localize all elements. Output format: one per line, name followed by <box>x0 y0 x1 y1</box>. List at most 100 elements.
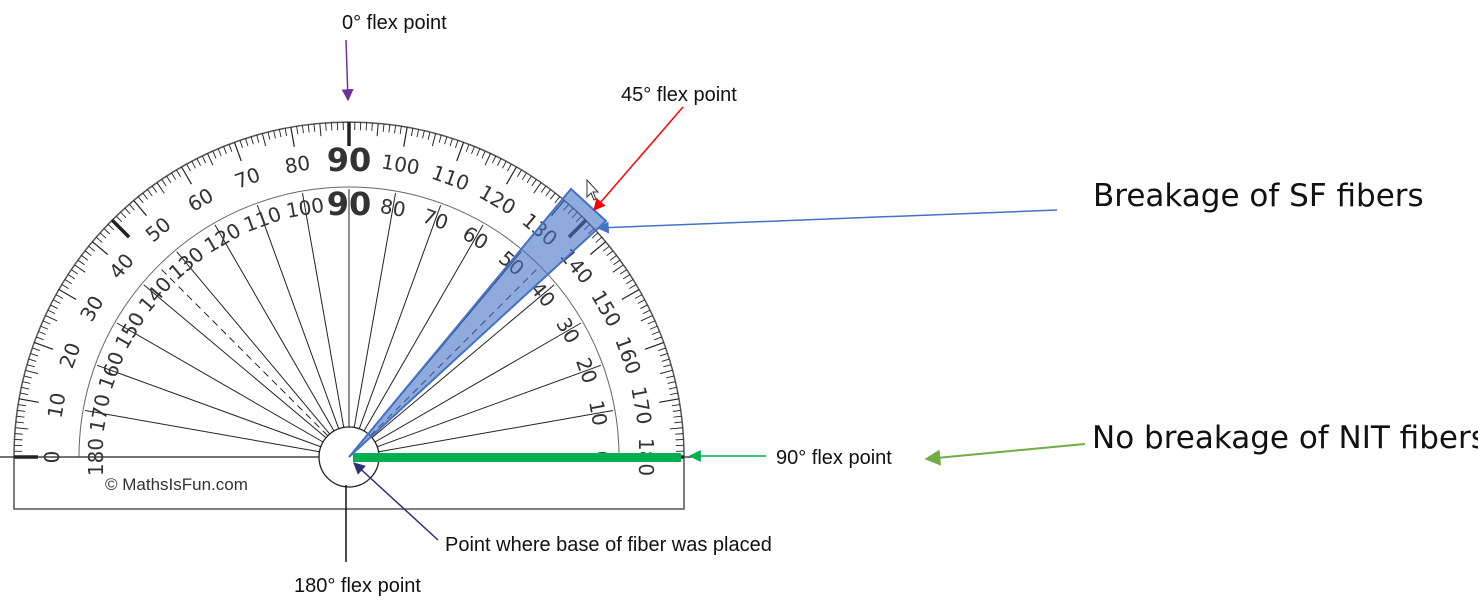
tick-mark <box>313 123 316 132</box>
tick-mark <box>674 421 683 424</box>
inner-scale-number: 10 <box>584 398 612 427</box>
tick-mark <box>250 136 254 145</box>
protractor-ticks <box>14 122 684 459</box>
tick-mark <box>427 131 431 140</box>
tick-mark <box>33 341 54 350</box>
nit-no-breakage-arrow <box>924 443 1086 466</box>
scale-ray <box>96 364 321 448</box>
tick-mark <box>307 124 310 133</box>
tick-mark <box>110 218 131 239</box>
tick-mark <box>640 314 653 322</box>
tick-mark <box>595 236 603 243</box>
tick-mark <box>371 122 373 131</box>
tick-mark <box>71 269 79 275</box>
tick-mark <box>481 150 486 159</box>
tick-mark <box>456 141 465 162</box>
tick-mark <box>449 138 453 147</box>
tick-mark <box>84 250 92 257</box>
tick-mark <box>217 148 222 157</box>
tick-mark <box>301 125 304 134</box>
zero-flex-label: 0° flex point <box>342 12 447 34</box>
tick-mark <box>25 369 39 375</box>
tick-mark <box>42 320 51 325</box>
scale-ray <box>353 192 397 428</box>
scale-ray <box>301 192 345 428</box>
tick-mark <box>245 138 249 147</box>
tick-mark <box>32 347 40 351</box>
tick-mark <box>228 144 233 152</box>
scale-ray <box>363 224 484 432</box>
tick-mark <box>137 196 144 204</box>
tick-mark <box>634 294 643 299</box>
tick-mark <box>67 274 75 280</box>
tick-mark <box>133 199 147 217</box>
tick-mark <box>647 320 656 325</box>
tick-mark <box>256 134 260 143</box>
tick-mark <box>115 215 123 223</box>
tick-mark <box>99 232 107 239</box>
tick-mark <box>58 288 77 301</box>
tick-mark <box>15 421 24 424</box>
zero-flex-arrow <box>341 39 354 102</box>
tick-mark <box>649 325 658 330</box>
outer-scale-number: 0 <box>40 451 64 464</box>
tick-mark <box>38 331 46 335</box>
tick-mark <box>191 161 196 169</box>
tick-mark <box>296 126 299 135</box>
scale-ray <box>143 284 327 439</box>
forty-five-flex-arrow <box>593 106 684 211</box>
tick-mark <box>151 185 158 193</box>
tick-mark <box>40 325 49 330</box>
tick-mark <box>637 299 645 304</box>
tick-mark <box>602 245 610 252</box>
tick-mark <box>325 122 327 131</box>
tick-mark <box>64 279 72 285</box>
base-point-arrow <box>353 462 439 541</box>
scale-ray <box>214 224 335 432</box>
tick-mark <box>403 126 408 147</box>
breakage-wedge <box>348 187 608 458</box>
protractor-rays <box>84 189 614 453</box>
scale-ray <box>358 204 442 429</box>
tick-mark <box>201 155 207 164</box>
tick-mark <box>261 133 267 147</box>
tick-mark <box>103 228 111 235</box>
outer-scale-number: 10 <box>42 391 70 420</box>
tick-mark <box>147 189 153 197</box>
tick-mark <box>278 129 282 138</box>
tick-mark <box>17 409 26 412</box>
tick-mark <box>399 126 402 135</box>
annotation-overlays <box>341 39 1086 562</box>
tick-mark <box>517 169 522 177</box>
tick-mark <box>540 185 547 193</box>
tick-mark <box>671 404 680 407</box>
tick-mark <box>16 415 25 418</box>
tick-mark <box>465 144 470 152</box>
tick-mark <box>626 279 634 285</box>
tick-mark <box>55 294 64 299</box>
tick-mark <box>36 336 44 341</box>
tick-mark <box>619 269 627 275</box>
tick-mark <box>18 398 39 403</box>
tick-mark <box>142 192 149 200</box>
tick-mark <box>382 123 385 132</box>
tick-mark <box>161 179 167 187</box>
tick-mark <box>673 415 682 418</box>
tick-mark <box>30 353 39 357</box>
tick-mark <box>455 140 459 148</box>
tick-mark <box>521 172 527 180</box>
tick-mark <box>239 140 243 148</box>
tick-mark <box>621 288 640 301</box>
tick-mark <box>21 386 30 390</box>
dashed-guide <box>159 267 329 437</box>
outer-scale-number: 90 <box>327 141 372 179</box>
tick-mark <box>15 427 29 430</box>
outer-scale-number: 80 <box>283 150 312 178</box>
tick-mark <box>644 341 665 350</box>
tick-mark <box>88 245 96 252</box>
tick-mark <box>502 161 507 169</box>
tick-mark <box>589 241 607 255</box>
tick-mark <box>410 128 414 137</box>
tick-mark <box>50 304 58 309</box>
tick-mark <box>497 158 502 166</box>
